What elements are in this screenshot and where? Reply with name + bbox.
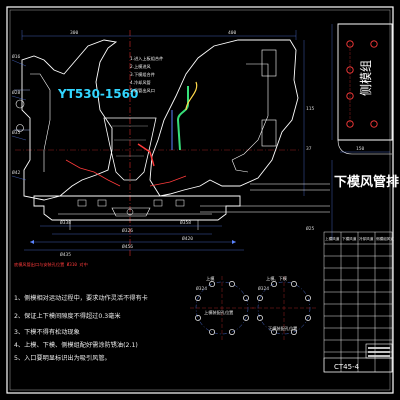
left-dim: Ø28 — [12, 89, 21, 96]
note-line: 4、上模、下模、侧模组配好需涂防锈油(2.1) — [14, 341, 138, 349]
side-panel-title: 侧模组 — [359, 60, 373, 96]
bolt-circle-left — [190, 276, 254, 340]
dim-right-small: 37 — [306, 146, 312, 152]
title-block — [323, 343, 393, 373]
circle-right-caption: 下模装配孔位置 — [268, 325, 297, 332]
table-header: 冷却风道 — [359, 236, 374, 241]
callout-item: 4.冷却风管 — [130, 79, 151, 86]
parts-table — [323, 231, 393, 373]
note-line: 1、侧模相对运动过程中，要求动作灵活不得有卡 — [14, 294, 148, 302]
circle-right-dia: Ø324 — [258, 285, 269, 292]
bottom-dim: Ø435 — [60, 251, 71, 258]
left-dim: Ø16 — [12, 53, 21, 60]
dim-top-right: 400 — [228, 30, 237, 36]
red-note: 底模风管出口与安装孔位置 Ø310 对中 — [14, 261, 88, 268]
dim-top-left: 300 — [70, 30, 79, 36]
bolt-hole — [209, 281, 215, 287]
main-section — [11, 30, 305, 258]
dim-panel-bottom: 150 — [356, 146, 365, 152]
circle-right-title: 上模、下模 — [266, 275, 288, 282]
outer-frame — [6, 6, 394, 394]
bolt-hole — [291, 329, 297, 335]
circle-left-caption: 上模装配孔位置 — [204, 309, 233, 316]
note-line: 5、入口要明显标识出为吸引风管。 — [14, 354, 111, 362]
bolt-hole — [271, 329, 277, 335]
bolt-hole — [195, 295, 201, 301]
callout-item: 2.上模进风 — [130, 63, 152, 70]
dim-side-right: 115 — [306, 106, 315, 112]
circle-left-dia: Ø324 — [196, 285, 207, 292]
bolt-hole — [228, 281, 235, 287]
bolt-hole — [305, 295, 311, 301]
table-header: 下模风道 — [342, 236, 357, 241]
air-pipe-title: 下模风管排 — [334, 174, 399, 190]
bolt-hole — [305, 315, 311, 321]
bolt-hole — [228, 329, 235, 335]
bolt-hole — [291, 281, 297, 287]
bolt-hole — [243, 295, 249, 301]
note-line: 2、保证上下模间隙度不得超过0.3毫米 — [14, 312, 121, 320]
inner-frame — [9, 9, 391, 391]
bolt-hole — [257, 295, 263, 301]
bolt-hole — [243, 315, 249, 321]
bolt-hole — [271, 281, 277, 287]
note-line: 3、下模不得有松动现象 — [14, 328, 80, 336]
left-dim: Ø35 — [12, 129, 21, 136]
dim-base-inner: Ø326 — [122, 227, 133, 234]
side-panel — [331, 23, 393, 155]
bottom-dim: Ø358 — [180, 219, 191, 226]
circle-left-title: 上模 — [206, 275, 215, 282]
dim-pipe-right: Ø25 — [306, 225, 315, 232]
table-header: 上模风道 — [325, 236, 340, 241]
table-header: 侧模组风道 — [376, 236, 394, 241]
bottom-dim: Ø338 — [60, 219, 71, 226]
bottom-dim: Ø420 — [182, 235, 193, 242]
title-block-text: CT45-4 — [334, 363, 360, 371]
model-label: YT530-1560 — [57, 87, 138, 101]
callout-item: 3.下模组合件 — [130, 71, 155, 78]
bolt-hole — [257, 315, 263, 321]
air-pipe-layout — [200, 160, 333, 240]
dim-base-width: Ø456 — [122, 243, 133, 250]
bolt-circle-right — [252, 276, 316, 340]
bolt-hole — [209, 329, 215, 335]
callout-notes: 1.进入上板组合件 2.上模进风 3.下模组合件 4.冷却风管 5.风管出风口 — [130, 55, 163, 94]
callout-item: 1.进入上板组合件 — [130, 55, 163, 62]
left-dim: Ø42 — [12, 169, 21, 176]
callout-item: 5.风管出风口 — [130, 87, 155, 94]
technical-notes: 1、侧模相对运动过程中，要求动作灵活不得有卡 2、保证上下模间隙度不得超过0.3… — [14, 294, 148, 362]
bolt-hole — [195, 315, 201, 321]
